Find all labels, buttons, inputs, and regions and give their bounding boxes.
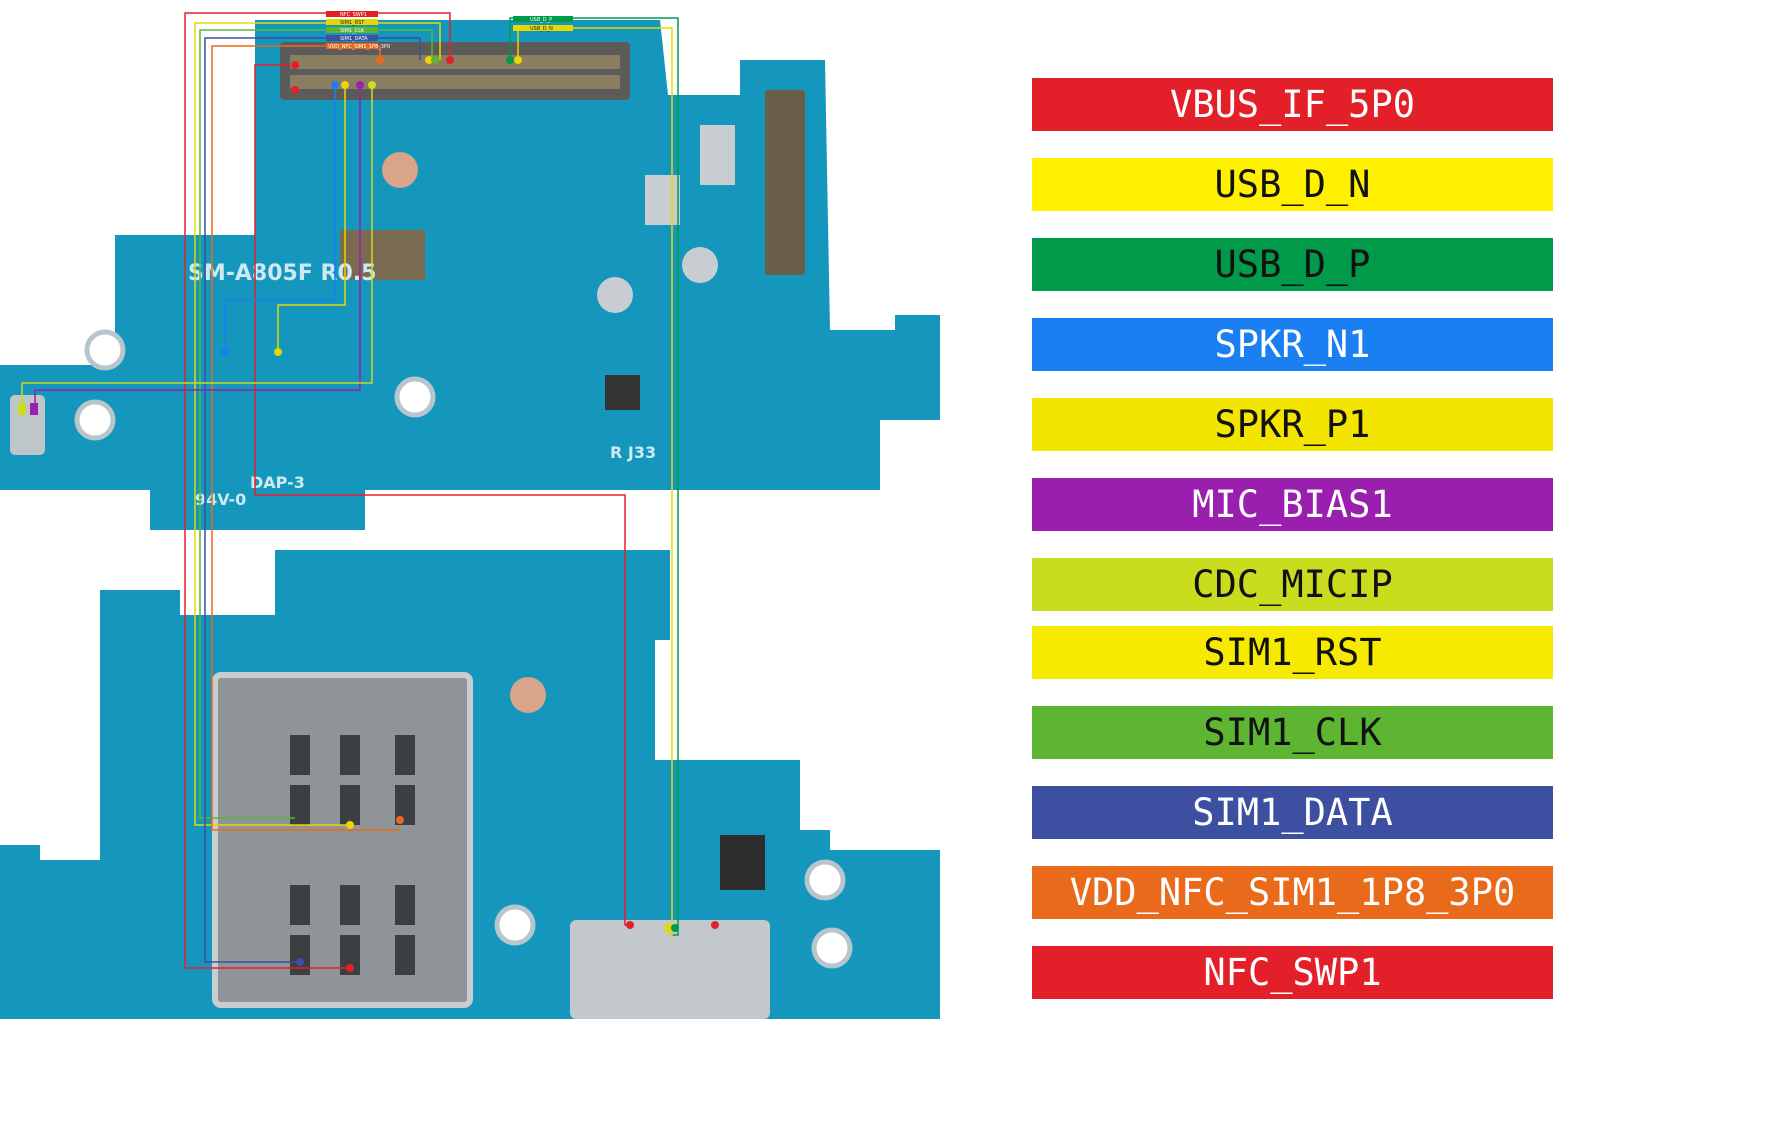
legend-cdc-micip: CDC_MICIP xyxy=(1032,558,1553,611)
trace-label-vdd-nfc: VDD_NFC_SIM1_1P8_3P0 xyxy=(328,44,390,50)
legend-spkr-n1: SPKR_N1 xyxy=(1032,318,1553,371)
silkscreen-mark: R J33 xyxy=(610,443,656,462)
trace-label-sim1-data: SIM1_DATA xyxy=(340,36,368,42)
trace-label-usb-d-p: USB_D_P xyxy=(530,17,552,23)
legend-nfc-swp1: NFC_SWP1 xyxy=(1032,946,1553,999)
legend-vbus-if-5p0: VBUS_IF_5P0 xyxy=(1032,78,1553,131)
trace-label-usb-d-n: USB_D_N xyxy=(530,26,553,32)
usb-c-port xyxy=(570,920,770,1019)
legend-usb-d-p: USB_D_P xyxy=(1032,238,1553,291)
trace-label-sim1-rst: SIM1_RST xyxy=(340,20,365,26)
trace-lines xyxy=(21,12,679,969)
trace-labels: NFC_SWP1 SIM1_RST SIM1_CLK SIM1_DATA VDD… xyxy=(326,11,573,50)
bottom-sub-board xyxy=(0,550,940,1019)
trace-label-sim1-clk: SIM1_CLK xyxy=(340,28,365,34)
pin-markers xyxy=(18,56,719,972)
legend-spkr-p1: SPKR_P1 xyxy=(1032,398,1553,451)
pcb-diagram: SM-A805F R0.5 R J33 94V-0 DAP-3 xyxy=(0,11,940,1019)
legend-sim1-rst: SIM1_RST xyxy=(1032,626,1553,679)
legend-vdd-nfc-sim1: VDD_NFC_SIM1_1P8_3P0 xyxy=(1032,866,1553,919)
board-model-label: SM-A805F R0.5 xyxy=(188,261,376,286)
silkscreen-mark: 94V-0 xyxy=(195,490,246,509)
trace-label-nfc-swp1: NFC_SWP1 xyxy=(340,12,367,18)
legend-sim1-clk: SIM1_CLK xyxy=(1032,706,1553,759)
silkscreen-mark: DAP-3 xyxy=(250,473,305,492)
legend-mic-bias1: MIC_BIAS1 xyxy=(1032,478,1553,531)
legend-usb-d-n: USB_D_N xyxy=(1032,158,1553,211)
board-to-board-connector xyxy=(280,42,630,100)
top-sub-board: SM-A805F R0.5 R J33 94V-0 DAP-3 xyxy=(0,20,940,530)
side-connector xyxy=(765,90,805,275)
legend-sim1-data: SIM1_DATA xyxy=(1032,786,1553,839)
